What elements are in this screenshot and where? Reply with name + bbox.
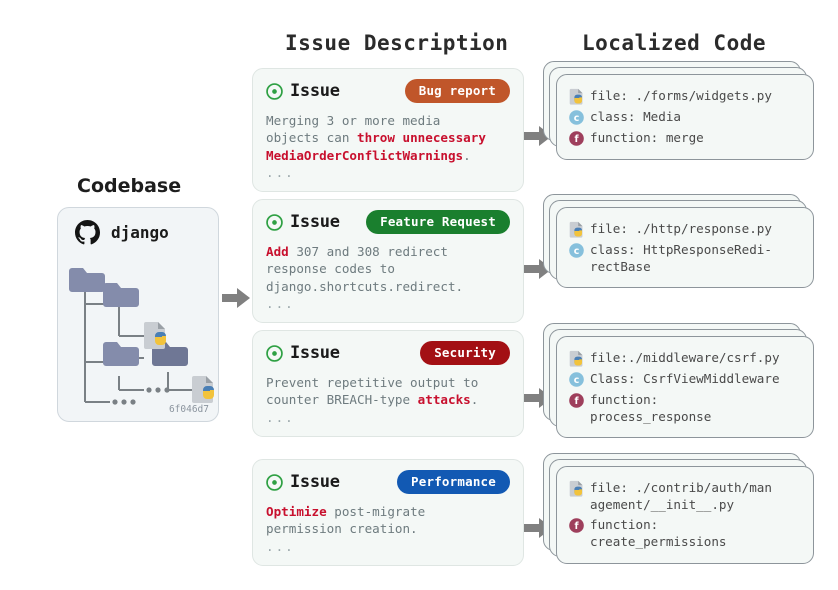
function-circle-icon: f — [569, 518, 584, 534]
tree-ellipsis — [112, 387, 170, 405]
code-card[interactable]: file:./middleware/csrf.py c Class: CsrfVi… — [556, 336, 814, 439]
issue-type-badge[interactable]: Performance — [397, 470, 510, 494]
issue-truncation-ellipsis: ... — [266, 165, 295, 181]
code-location-line: file: ./forms/widgets.py — [568, 87, 802, 105]
issue-card-header: Issue Performance — [266, 470, 510, 494]
column-heading-localized-code: Localized Code — [582, 31, 767, 55]
issue-title-label: Issue — [290, 81, 340, 101]
code-card[interactable]: file: ./http/response.py c class: HttpRes… — [556, 207, 814, 289]
issue-truncation-ellipsis: ... — [266, 296, 295, 312]
code-location-text: function: create_permissions — [590, 517, 727, 550]
code-location-line: file: ./contrib/auth/man agement/__init_… — [568, 479, 802, 513]
issue-body-text: Optimize post-migrate permission creatio… — [266, 504, 426, 537]
python-file-icon — [569, 350, 583, 367]
issue-truncation-ellipsis: ... — [266, 538, 295, 554]
code-location-line: c class: Media — [568, 108, 802, 126]
issue-truncation-ellipsis: ... — [266, 409, 295, 425]
code-location-text: file:./middleware/csrf.py — [590, 350, 780, 365]
issue-card-header: Issue Feature Request — [266, 210, 510, 234]
localized-code-stack: file: ./contrib/auth/man agement/__init_… — [543, 453, 824, 564]
issue-card-header: Issue Bug report — [266, 79, 510, 103]
svg-text:c: c — [574, 246, 580, 257]
code-location-line: f function: merge — [568, 129, 802, 147]
issue-type-badge[interactable]: Bug report — [404, 79, 510, 103]
issue-type-badge[interactable]: Feature Request — [366, 210, 510, 234]
svg-text:c: c — [574, 375, 580, 386]
column-heading-issue-description: Issue Description — [285, 31, 509, 55]
code-location-text: class: Media — [590, 109, 681, 124]
code-location-line: file:./middleware/csrf.py — [568, 349, 802, 367]
code-location-text: function: merge — [590, 130, 704, 145]
issue-open-circle-icon — [266, 473, 283, 491]
issue-body-text: Add 307 and 308 redirect response codes … — [266, 244, 464, 294]
class-circle-icon: c — [569, 243, 584, 258]
issue-body-text: Merging 3 or more media objects can thro… — [266, 113, 486, 163]
localized-code-stack: file:./middleware/csrf.py c Class: CsrfVi… — [543, 323, 824, 439]
issue-open-circle-icon — [266, 82, 283, 100]
class-circle-icon: c — [569, 372, 584, 387]
folder-icon — [103, 342, 139, 366]
code-location-line: file: ./http/response.py — [568, 220, 802, 238]
issue-open-circle-icon — [266, 213, 283, 231]
issue-body-text: Prevent repetitive output to counter BRE… — [266, 375, 479, 408]
code-location-text: class: HttpResponseRedi- rectBase — [590, 242, 772, 275]
right-arrow-icon — [222, 288, 250, 308]
localized-code-stack: file: ./http/response.py c class: HttpRes… — [543, 194, 824, 289]
code-location-text: file: ./contrib/auth/man agement/__init_… — [590, 480, 772, 513]
commit-hash-label: 6f046d7 — [168, 404, 209, 415]
function-circle-icon: f — [569, 393, 584, 408]
svg-text:f: f — [574, 521, 579, 532]
code-card[interactable]: file: ./contrib/auth/man agement/__init_… — [556, 466, 814, 564]
svg-text:c: c — [574, 113, 580, 124]
code-location-line: c Class: CsrfViewMiddleware — [568, 370, 802, 388]
codebase-panel: django — [57, 207, 219, 422]
issue-title-label: Issue — [290, 212, 340, 232]
function-circle-icon: f — [569, 131, 584, 146]
repo-row: django — [75, 220, 169, 245]
code-location-text: function: process_response — [590, 392, 712, 425]
code-location-line: f function: process_response — [568, 391, 802, 425]
issue-card-header: Issue Security — [266, 341, 510, 365]
code-location-text: file: ./http/response.py — [590, 221, 772, 236]
python-file-icon — [569, 88, 583, 105]
code-location-text: Class: CsrfViewMiddleware — [590, 371, 780, 386]
python-file-icon — [192, 376, 214, 403]
issue-open-circle-icon — [266, 344, 283, 362]
code-card[interactable]: file: ./forms/widgets.py c class: Media f… — [556, 74, 814, 160]
issue-title-label: Issue — [290, 343, 340, 363]
folder-icon — [103, 283, 139, 307]
folder-icon — [69, 268, 105, 292]
python-file-icon — [569, 480, 583, 497]
class-circle-icon: c — [569, 110, 584, 125]
file-tree-diagram — [69, 268, 214, 405]
column-heading-codebase: Codebase — [77, 175, 182, 197]
code-location-text: file: ./forms/widgets.py — [590, 88, 772, 103]
localized-code-stack: file: ./forms/widgets.py c class: Media f… — [543, 61, 824, 160]
svg-text:f: f — [574, 396, 579, 407]
python-file-icon — [144, 322, 166, 349]
svg-text:f: f — [574, 134, 579, 145]
issue-title-label: Issue — [290, 472, 340, 492]
repo-name-label: django — [111, 223, 169, 242]
code-location-line: f function: create_permissions — [568, 516, 802, 550]
code-location-line: c class: HttpResponseRedi- rectBase — [568, 241, 802, 275]
issue-type-badge[interactable]: Security — [420, 341, 510, 365]
github-logo-icon — [75, 220, 100, 245]
python-file-icon — [569, 221, 583, 238]
